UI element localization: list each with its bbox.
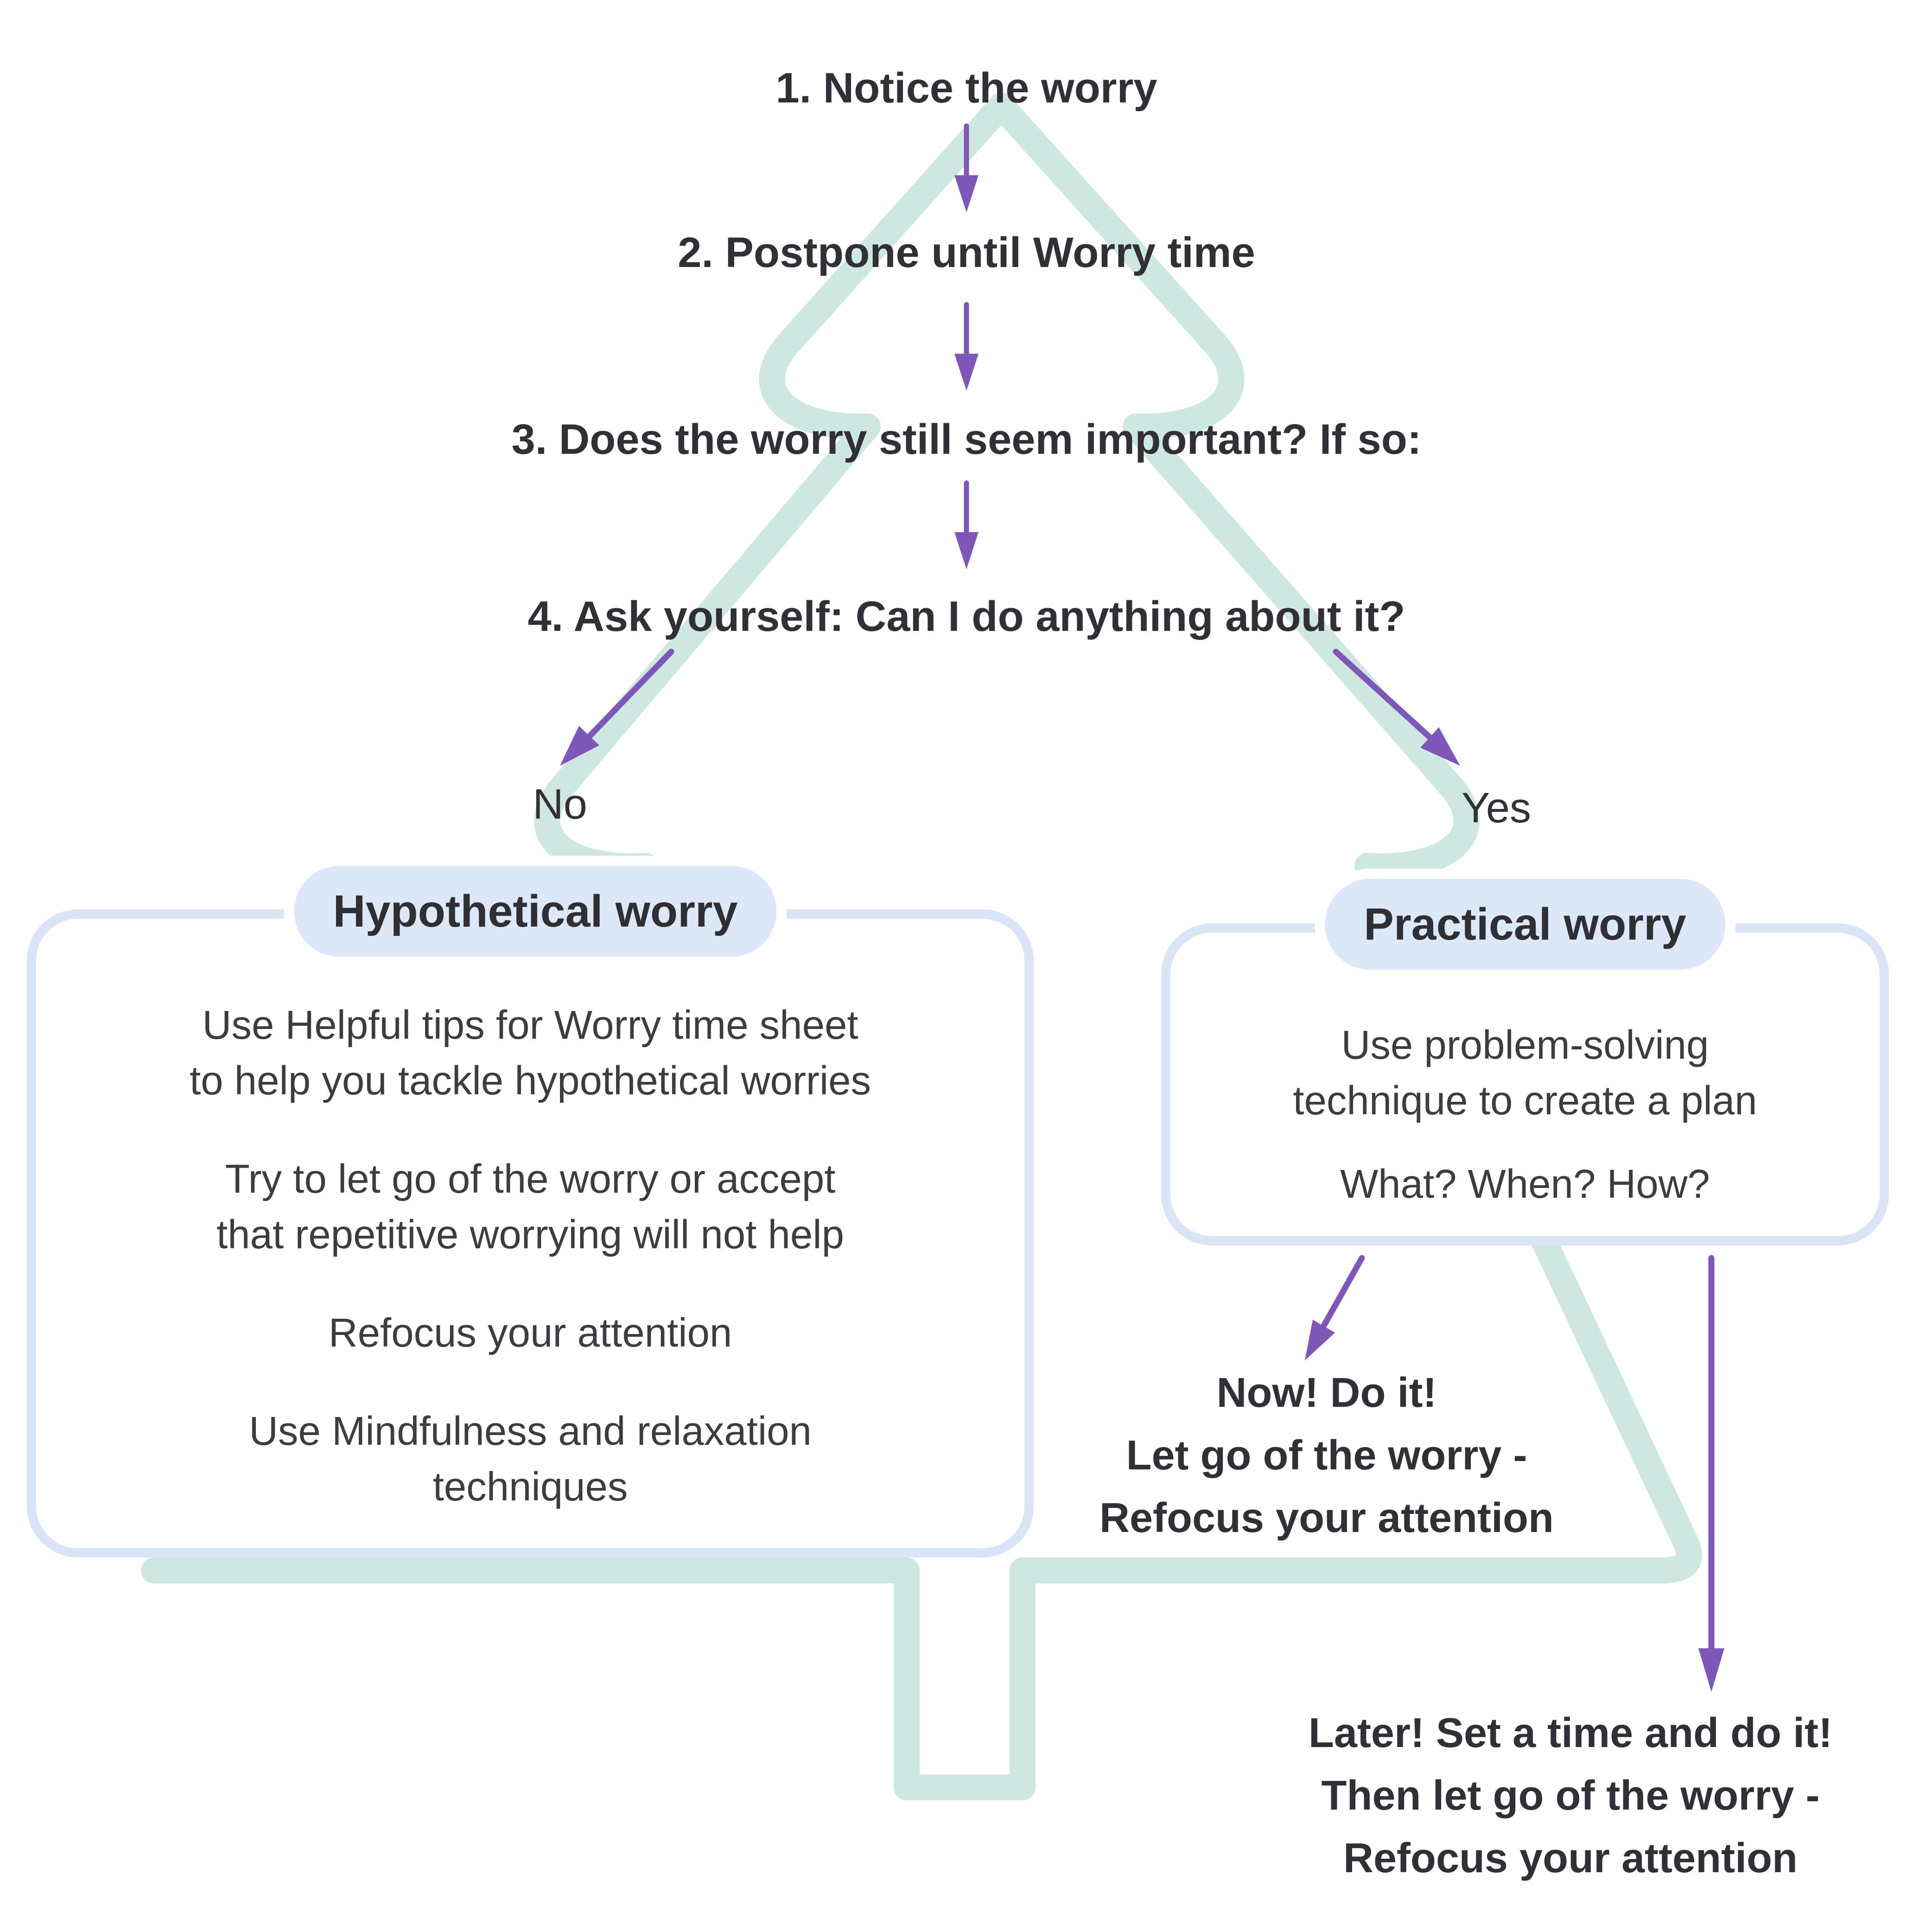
outcome-later-line: Later! Set a time and do it! <box>1308 1710 1833 1756</box>
outcome-now-line: Refocus your attention <box>1099 1495 1554 1541</box>
practical-paragraph: Use problem-solving technique to create … <box>1161 1017 1889 1129</box>
practical-paragraph: What? When? How? <box>1161 1157 1889 1212</box>
outcome-now-line: Let go of the worry - <box>1126 1432 1527 1479</box>
arrow-step2-to-step3-icon <box>954 302 979 391</box>
arrow-step3-to-step4-icon <box>954 480 979 569</box>
hypothetical-paragraph: Refocus your attention <box>27 1305 1034 1361</box>
hypothetical-paragraph: Use Mindfulness and relaxation technique… <box>27 1404 1034 1515</box>
hypothetical-paragraph: Try to let go of the worry or accept tha… <box>27 1151 1034 1263</box>
arrow-practical-to-now-icon <box>1305 1255 1365 1360</box>
hypothetical-text-line: techniques <box>432 1464 628 1509</box>
step-1-label: 1. Notice the worry <box>775 64 1157 112</box>
hypothetical-text-line: to help you tackle hypothetical worries <box>189 1058 871 1103</box>
branch-yes-label: Yes <box>1461 784 1532 832</box>
hypothetical-paragraph: Use Helpful tips for Worry time sheet to… <box>27 998 1034 1109</box>
tree-trunk-icon <box>894 1557 1036 1800</box>
practical-worry-title: Practical worry <box>1325 879 1725 970</box>
hypothetical-text-line: Try to let go of the worry or accept <box>225 1157 836 1201</box>
arrow-step4-to-yes-icon <box>1333 648 1460 766</box>
branch-no-label: No <box>533 781 587 828</box>
outcome-now-line: Now! Do it! <box>1216 1370 1437 1416</box>
hypothetical-text-line: Refocus your attention <box>328 1310 732 1355</box>
tree-right-edge-icon <box>988 93 1702 1583</box>
step-4-label: 4. Ask yourself: Can I do anything about… <box>527 593 1405 640</box>
flow-arrows <box>560 123 1724 1692</box>
step-2-label: 2. Postpone until Worry time <box>678 229 1255 276</box>
practical-worry-box <box>1161 923 1889 1246</box>
outcome-later-label: Later! Set a time and do it! Then let go… <box>1309 1702 1832 1890</box>
practical-text-line: Use problem-solving <box>1341 1023 1709 1068</box>
hypothetical-worry-title: Hypothetical worry <box>294 866 777 957</box>
hypothetical-worry-box <box>27 909 1034 1557</box>
outcome-now-label: Now! Do it! Let go of the worry - Refocu… <box>1099 1362 1554 1550</box>
outcome-later-line: Then let go of the worry - <box>1321 1773 1820 1819</box>
worry-tree-outline <box>141 93 1702 1800</box>
practical-text-line: technique to create a plan <box>1293 1078 1757 1123</box>
arrow-practical-to-later-icon <box>1698 1255 1724 1692</box>
hypothetical-worry-body: Use Helpful tips for Worry time sheet to… <box>27 998 1034 1557</box>
hypothetical-text-line: Use Mindfulness and relaxation <box>249 1409 812 1454</box>
practical-worry-body: Use problem-solving technique to create … <box>1161 1017 1889 1255</box>
tree-left-edge-icon <box>141 93 1014 1583</box>
hypothetical-text-line: that repetitive worrying will not help <box>216 1212 844 1257</box>
arrow-step1-to-step2-icon <box>954 123 979 212</box>
step-3-label: 3. Does the worry still seem important? … <box>511 416 1422 463</box>
outcome-later-line: Refocus your attention <box>1343 1835 1798 1881</box>
practical-text-line: What? When? How? <box>1340 1162 1710 1207</box>
hypothetical-text-line: Use Helpful tips for Worry time sheet <box>202 1003 858 1048</box>
arrow-step4-to-no-icon <box>560 648 674 766</box>
